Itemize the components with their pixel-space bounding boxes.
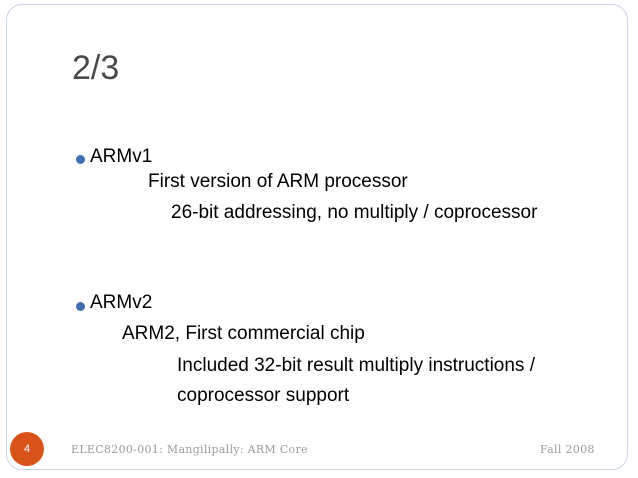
slide-frame bbox=[6, 4, 628, 470]
bullet-icon bbox=[76, 302, 85, 311]
item-subsub-armv2-line2: coprocessor support bbox=[177, 385, 350, 406]
item-heading-armv1: ARMv1 bbox=[90, 146, 153, 167]
slide-title: 2/3 bbox=[72, 49, 120, 87]
footer-term: Fall 2008 bbox=[540, 443, 595, 456]
bullet-icon bbox=[76, 155, 85, 164]
item-heading-armv2: ARMv2 bbox=[90, 292, 153, 313]
item-sub-armv2: ARM2, First commercial chip bbox=[122, 323, 365, 344]
page-number-badge: 4 bbox=[10, 432, 44, 466]
item-sub-armv1: First version of ARM processor bbox=[148, 171, 408, 192]
item-subsub-armv1: 26-bit addressing, no multiply / coproce… bbox=[171, 202, 538, 223]
footer-course: ELEC8200-001: Mangilipally: ARM Core bbox=[71, 443, 308, 456]
item-subsub-armv2-line1: Included 32-bit result multiply instruct… bbox=[177, 355, 535, 376]
